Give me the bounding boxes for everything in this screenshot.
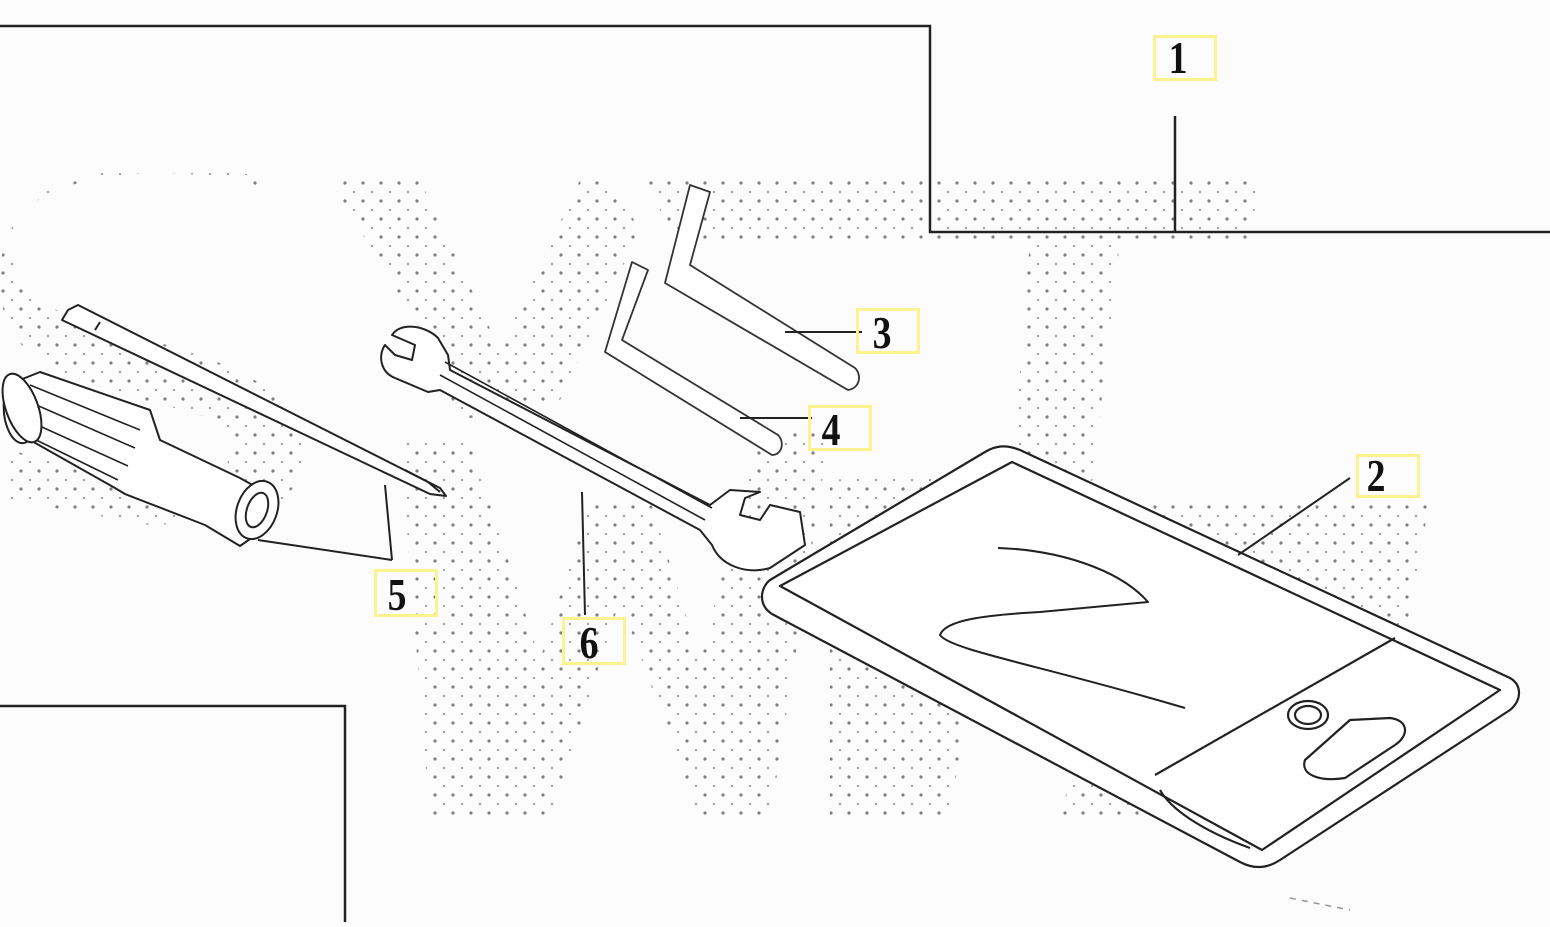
tool-bag-flap-line bbox=[1154, 637, 1396, 850]
screwdriver-shaft bbox=[61, 304, 447, 497]
callout-6-leader bbox=[581, 491, 586, 616]
watermark-letter-t bbox=[640, 175, 1260, 500]
screwdriver-handle-grooves bbox=[21, 384, 141, 481]
watermark-letter-m bbox=[400, 430, 830, 820]
wrench-inner-edge bbox=[439, 361, 713, 521]
assembly-bracket-line bbox=[0, 24, 1550, 234]
callout-1-label: 1 bbox=[1168, 32, 1188, 83]
callout-5-leaders bbox=[257, 484, 393, 561]
callout-3-label: 3 bbox=[872, 307, 892, 358]
callout-2-label: 2 bbox=[1366, 450, 1386, 501]
frame-lines bbox=[0, 24, 1550, 922]
screwdriver-handle-cap-inner bbox=[244, 491, 270, 529]
screwdriver-drawing bbox=[1, 304, 447, 547]
callout-6-box[interactable]: 6 bbox=[562, 617, 626, 668]
wrench-body bbox=[380, 325, 806, 572]
faint-mark bbox=[1289, 897, 1351, 911]
tool-bag-drawing bbox=[760, 445, 1521, 869]
tool-bag-inner bbox=[778, 460, 1502, 852]
callout-2-box[interactable]: 2 bbox=[1356, 450, 1420, 501]
callout-4-box[interactable]: 4 bbox=[808, 404, 872, 455]
lower-left-frame-line bbox=[0, 704, 347, 922]
watermark-letter-y bbox=[330, 180, 640, 420]
callout-3-box[interactable]: 3 bbox=[856, 307, 920, 358]
tool-bag-slot bbox=[1303, 716, 1406, 781]
tool-bag-button-inner bbox=[1293, 704, 1323, 726]
hex-keys-drawing bbox=[604, 184, 860, 456]
callout-4-label: 4 bbox=[821, 404, 841, 455]
hex-key-small bbox=[604, 261, 783, 456]
callout-5-leader-b bbox=[257, 539, 393, 561]
callout-5-leader-a bbox=[384, 484, 393, 561]
screwdriver-blade bbox=[94, 321, 441, 493]
hex-key-large bbox=[664, 184, 860, 391]
callout-5-box[interactable]: 5 bbox=[374, 569, 438, 620]
screwdriver-handle-end bbox=[1, 372, 43, 444]
callout-2-leader bbox=[1237, 477, 1351, 556]
tool-bag-logo-curve bbox=[939, 547, 1186, 709]
callout-5-label: 5 bbox=[387, 569, 407, 620]
hex-key-leaders bbox=[740, 331, 862, 419]
callout-1-box[interactable]: 1 bbox=[1153, 35, 1217, 81]
wrench-drawing bbox=[380, 325, 806, 572]
callout-6-label: 6 bbox=[579, 617, 599, 668]
